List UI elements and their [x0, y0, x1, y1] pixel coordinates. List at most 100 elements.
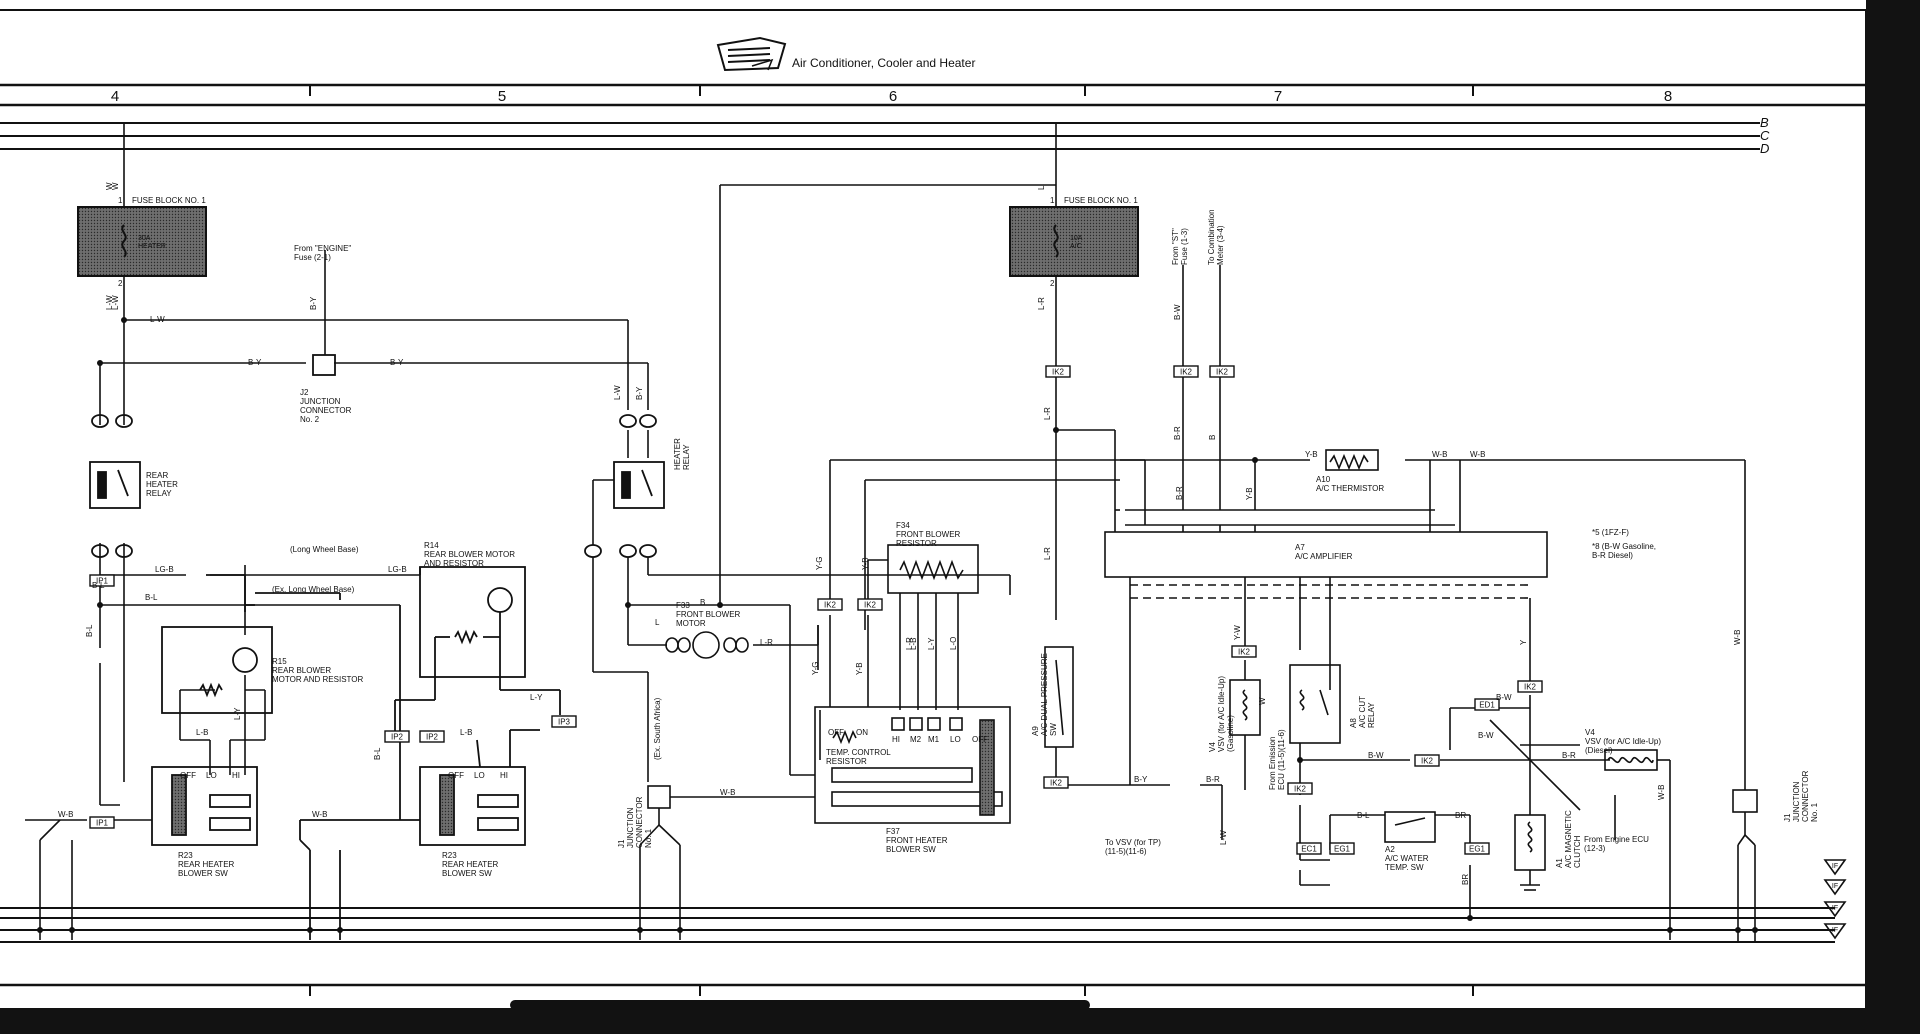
connector-tag: IK2	[1050, 779, 1063, 788]
wire-label: L-R	[1043, 407, 1052, 420]
connector-tag: IK2	[864, 601, 877, 610]
wire-label: Y-G	[815, 557, 824, 571]
connector-tag: IP3	[558, 718, 571, 727]
switch-position: HI	[500, 771, 508, 780]
connector-tag-box	[1045, 365, 1071, 378]
wire-label: B-R	[1175, 486, 1184, 500]
wire-label: B-L	[92, 581, 105, 590]
fuse-symbol-icon	[1053, 224, 1059, 258]
wire-label: BR	[1461, 874, 1470, 885]
connector-tag-box	[817, 598, 843, 611]
connector-tag: IK2	[1421, 757, 1434, 766]
switch-position: M2	[910, 735, 922, 744]
component-label-a1: A1A/C MAGNETICCLUTCH	[1555, 810, 1582, 868]
page-title: Air Conditioner, Cooler and Heater	[792, 56, 975, 70]
connector-tag-box	[1464, 842, 1490, 855]
wire-label: L-W	[1219, 830, 1228, 845]
wire-label: B-W	[1173, 304, 1182, 320]
note-star8: *8 (B-W Gasoline,B-R Diesel)	[1592, 542, 1656, 560]
connector-tag-box	[1209, 365, 1235, 378]
connector-tag-box	[1296, 842, 1322, 855]
note-to-combination-meter: To CombinationMeter (3-4)	[1207, 209, 1225, 265]
fuse-pin: 2	[1050, 279, 1055, 288]
fuse-heater-30a	[77, 206, 207, 277]
wire-label: W-B	[1657, 785, 1666, 800]
switch-position: HI	[892, 735, 900, 744]
connector-tag-box	[1329, 842, 1355, 855]
connector-tag: IK2	[1052, 368, 1065, 377]
wire-label: B-L	[1357, 811, 1370, 820]
switch-position: OFF	[448, 771, 464, 780]
ground-point-label: IF	[1832, 905, 1838, 912]
wire-label: L-W	[111, 295, 120, 310]
wire-label: W	[105, 182, 114, 190]
wire-label: B-W	[1496, 693, 1512, 702]
note-to-vsv: To VSV (for TP)(11-5)(11-6)	[1105, 838, 1161, 856]
wire-label: L-B	[909, 638, 918, 650]
note-star5: *5 (1FZ-F)	[1592, 528, 1629, 537]
wire-label: L-B	[460, 728, 472, 737]
component-label-heater-relay: HEATERRELAY	[673, 438, 691, 470]
wire-label: L-W	[150, 315, 165, 324]
wire-label: B	[1208, 435, 1217, 440]
connector-tag: IK2	[1238, 648, 1251, 657]
connector-tag-box	[384, 730, 410, 743]
wire-label: B-Y	[309, 296, 318, 310]
wire-label: W	[111, 182, 120, 190]
wire-label: Y-G	[811, 662, 820, 676]
connector-tag: EG1	[1334, 845, 1351, 854]
fuse-symbol-icon	[121, 224, 127, 258]
column-number: 5	[498, 88, 506, 105]
fuse-block-name: FUSE BLOCK NO. 1	[132, 196, 206, 205]
wire-label: L-Y	[530, 693, 543, 702]
wire-label: B-Y	[248, 358, 262, 367]
wire-label: W-B	[1733, 630, 1742, 645]
switch-position: ON	[856, 728, 868, 737]
connector-tag-box	[1173, 365, 1199, 378]
wire-label: W-B	[1470, 450, 1485, 459]
wire-label: L-Y	[927, 637, 936, 650]
note-long-wheel-base: (Long Wheel Base)	[290, 545, 359, 554]
horizontal-scrollbar[interactable]	[510, 1000, 1090, 1010]
connector-tag-box	[857, 598, 883, 611]
wire-label: Y-B	[1245, 487, 1254, 500]
wire-label: L-O	[949, 637, 958, 650]
connector-tag: EC1	[1301, 845, 1317, 854]
column-number: 8	[1664, 88, 1672, 105]
wire-label: L-Y	[233, 707, 242, 720]
column-number: 4	[111, 88, 119, 105]
wire-label: W-B	[1432, 450, 1447, 459]
switch-position: M1	[928, 735, 940, 744]
connector-tag: IK2	[1294, 785, 1307, 794]
note-from-engine-fuse: From "ENGINE"Fuse (2-1)	[294, 244, 351, 262]
connector-tag: EG1	[1469, 845, 1486, 854]
wire-label: B	[700, 598, 705, 607]
wire-label: LG-B	[155, 565, 174, 574]
component-label-v4-left: V4VSV (for A/C Idle-Up)(Gasoline)	[1208, 676, 1235, 752]
connector-tag: IP1	[96, 819, 109, 828]
note-from-st-fuse: From "ST"Fuse (1-3)	[1171, 228, 1189, 265]
bus-label: B	[1760, 115, 1769, 130]
wire-label: BR	[1455, 811, 1466, 820]
component-label-j1-right: J1JUNCTIONCONNECTORNo. 1	[1783, 770, 1819, 822]
wire-label: B-R	[1562, 751, 1576, 760]
bus-label: C	[1760, 128, 1770, 143]
fuse-pin: 2	[118, 279, 123, 288]
fuse-block-name: FUSE BLOCK NO. 1	[1064, 196, 1138, 205]
wire-label: B-L	[373, 747, 382, 760]
connector-tag: ED1	[1479, 701, 1495, 710]
wire-label: W-B	[720, 788, 735, 797]
note-from-emission-ecu: From EmissionECU (11-5)(11-6)	[1268, 729, 1286, 790]
